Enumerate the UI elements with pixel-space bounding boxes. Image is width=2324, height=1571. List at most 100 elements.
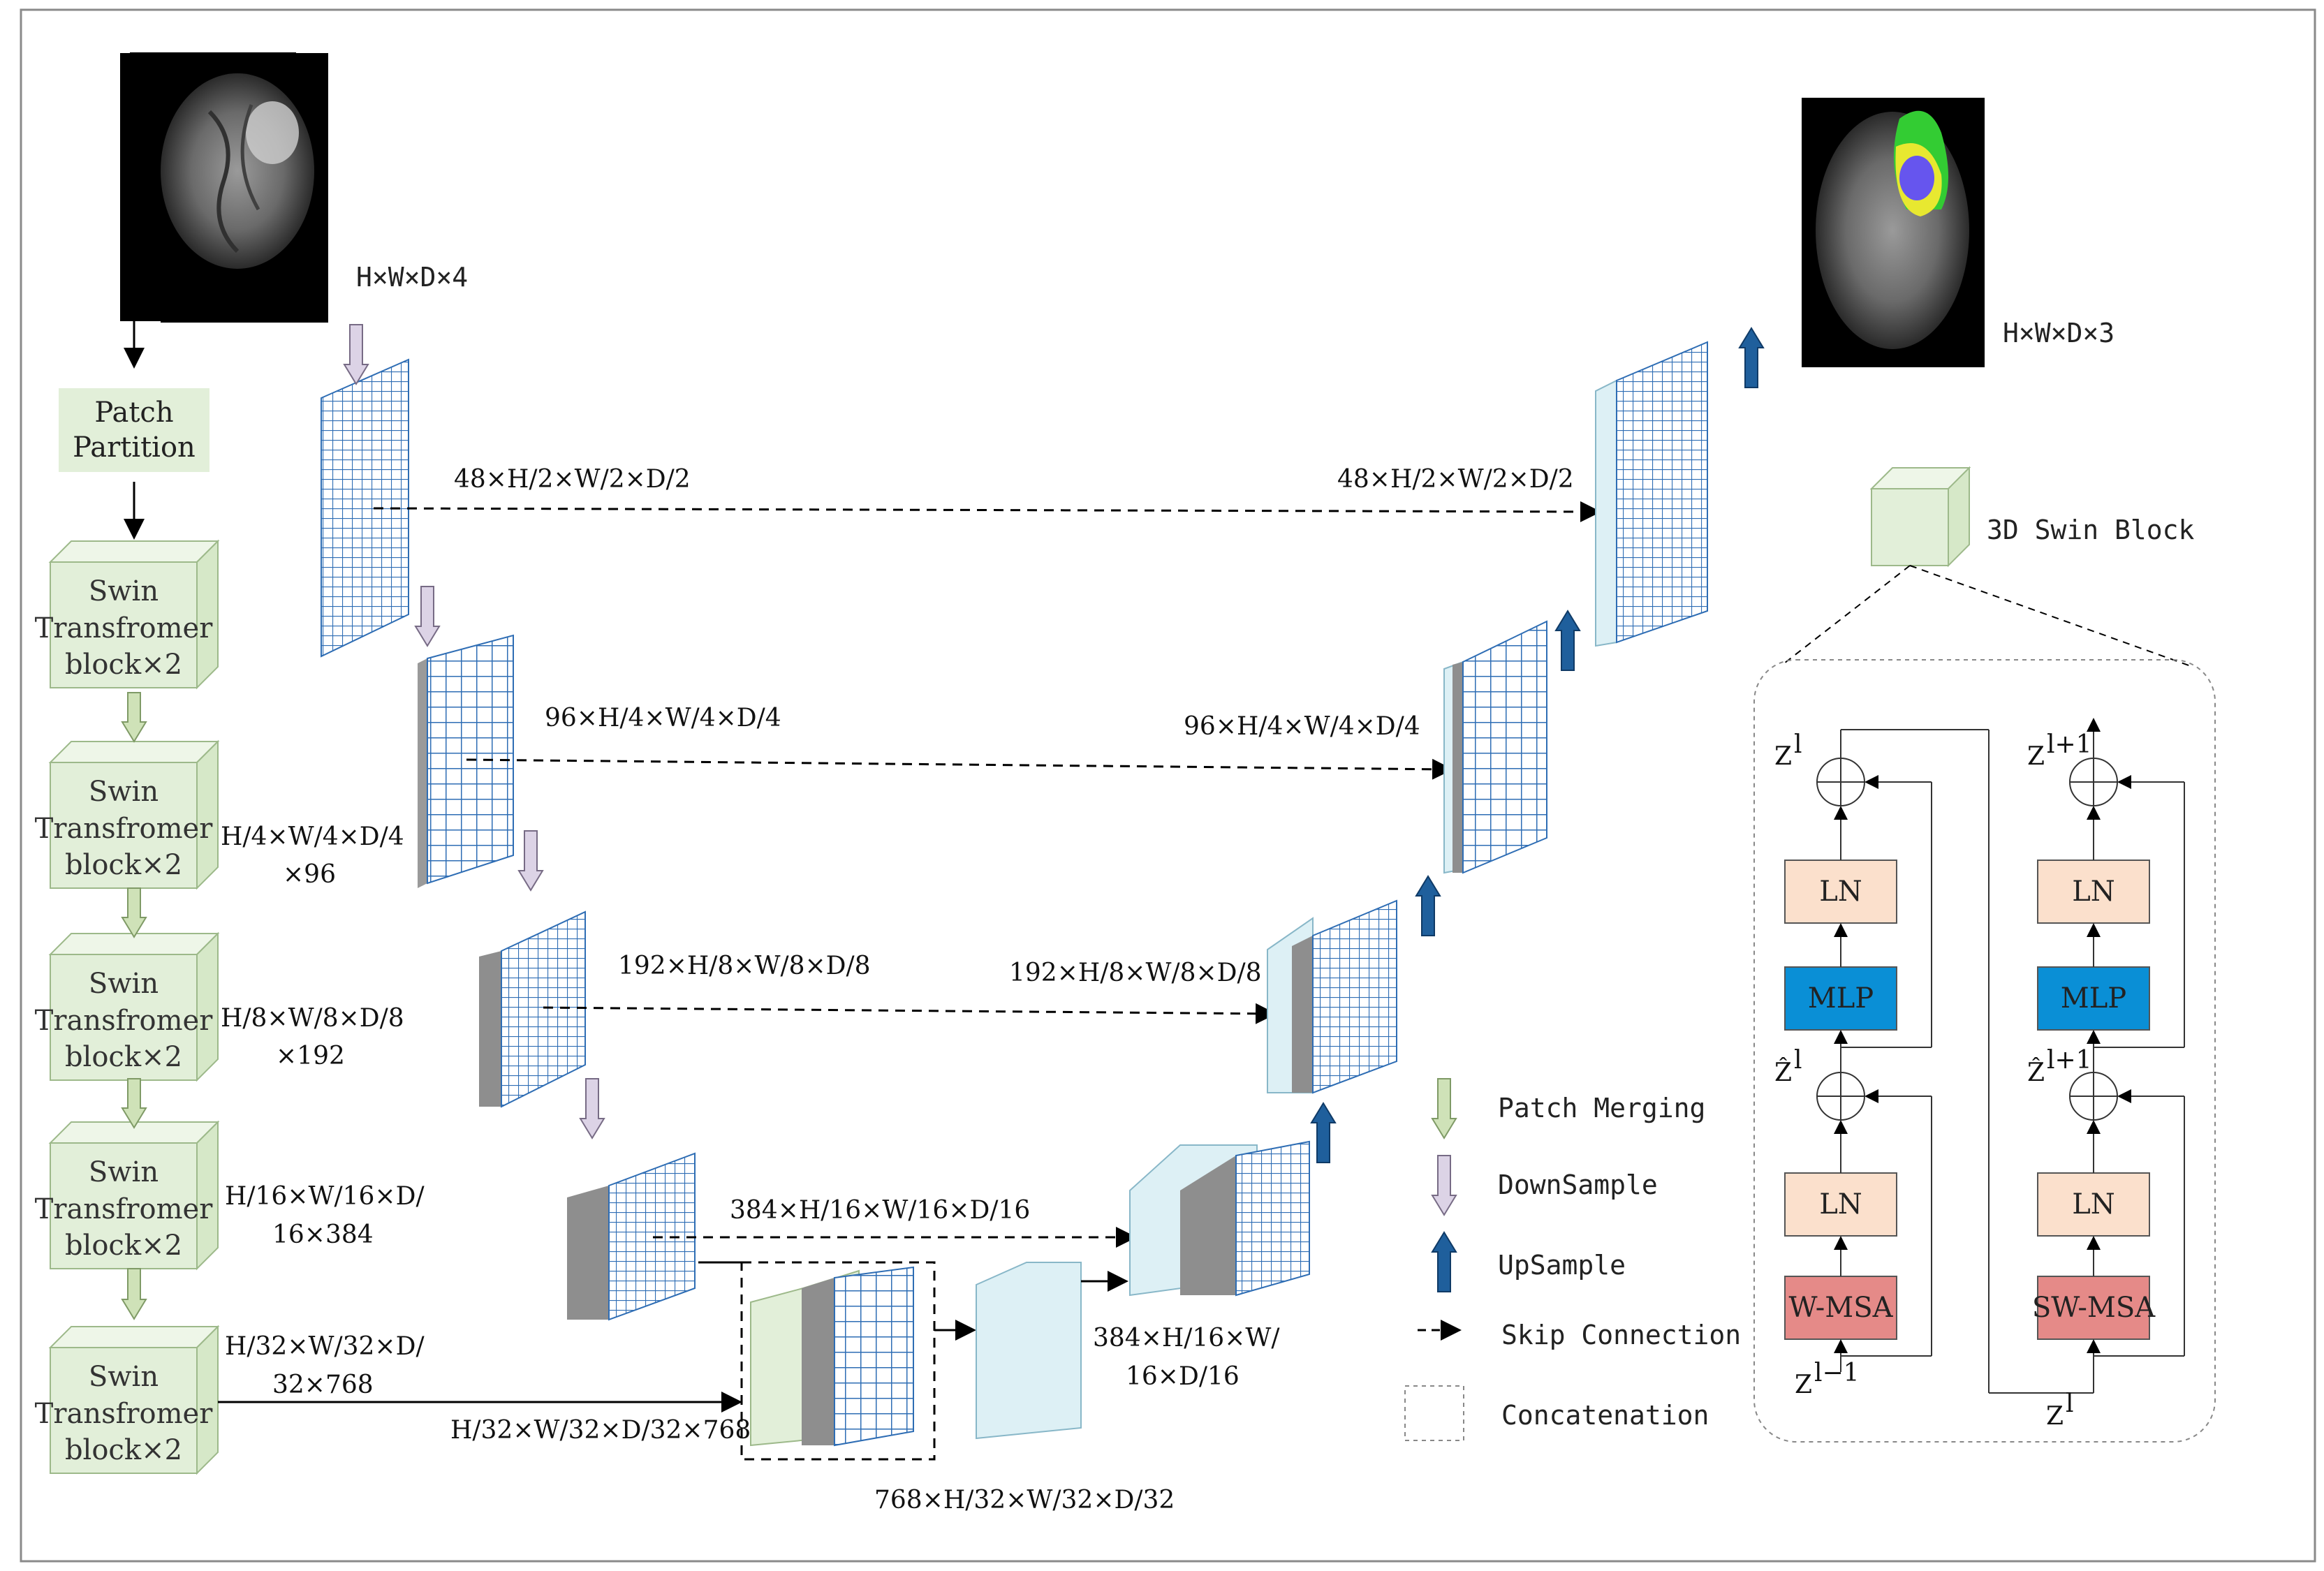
downsample-arrow [343,324,369,385]
swin-z-mid-sup: l [2066,1389,2074,1418]
output-dim-label: H×W×D×3 [2003,318,2115,348]
merge-arrows [121,692,147,1320]
enc-dim-4-line1: H/32×W/32×D/ [225,1332,425,1361]
skip-left-3: 192×H/8×W/8×D/8 [618,952,871,980]
enc-feature-2 [418,634,514,888]
encoder-block-label-3: block×2 [65,649,182,681]
swin-z-mid: Z [2046,1402,2064,1431]
downsample-arrows [343,324,605,1139]
encoder-block-label-1: Swin [89,575,159,607]
upsample-arrow [1310,1102,1337,1163]
patch-merging-arrow [121,1078,147,1129]
upsample-arrow [1738,327,1765,388]
swin-left-z-top-sup: l [1794,730,1802,759]
decoder-feature-3 [1267,899,1397,1094]
upsample-arrows [1310,327,1765,1163]
encoder-block-label-3: block×2 [65,1434,182,1466]
swin-right-ln-bottom-label: LN [2072,1188,2115,1220]
upsample-arrow [1415,875,1441,936]
input-dim-label: H×W×D×4 [356,262,468,293]
enc-dim-2-line2: ×192 [276,1042,345,1070]
swin-right-zhat: Ẑ [2027,1058,2045,1087]
swin-left-mlp-box [1784,966,1897,1031]
downsample-arrow [579,1078,605,1139]
legend-skip: Skip Connection [1501,1320,1741,1350]
upsample-arrow [1554,610,1581,671]
input-mri-image [120,51,328,323]
legend-upsample-icon [1431,1231,1457,1292]
swin-left-zhat: Ẑ [1774,1058,1792,1087]
legend-downsample-icon [1431,1155,1457,1216]
decoder-feature-2 [1443,620,1547,874]
enc-feature-4 [567,1152,696,1321]
encoder-block-label-2: Transfromer [35,813,214,845]
downsample-arrow [414,586,441,647]
encoder-blocks: SwinTransfromerblock×2SwinTransfromerblo… [35,539,220,1475]
legend-merge-icon [1431,1078,1457,1139]
legend-upsample: UpSample [1498,1250,1626,1281]
legend-concat: Concatenation [1501,1400,1709,1431]
swin-right-zhat-sup: l+1 [2047,1046,2092,1075]
enc-dim-3-line1: H/16×W/16×D/ [225,1182,425,1211]
skip-left-4: 384×H/16×W/16×D/16 [730,1196,1030,1225]
decoder-feature-4a [976,1262,1082,1440]
swin-right-z-top: Z [2027,742,2045,771]
legend-patch-merging: Patch Merging [1498,1093,1705,1123]
enc-dim-4-line2: 32×768 [272,1371,374,1399]
decoder-feature-1 [1595,341,1708,647]
enc-dim-1-line1: H/4×W/4×D/4 [221,823,404,851]
encoder-block-label-1: Swin [89,776,159,808]
encoder-block-label-1: Swin [89,1361,159,1393]
swin-left-ln-top-label: LN [1819,876,1862,908]
swin-z-input: Z [1795,1371,1812,1399]
swin-right-msa-label: SW-MSA [2032,1292,2156,1324]
swin-z-input-sup: l−1 [1814,1359,1860,1387]
swin-right-mlp-label: MLP [2061,982,2126,1015]
swin-left-msa-label: W-MSA [1789,1292,1894,1324]
bottleneck-label: H/32×W/32×D/32×768 [450,1416,751,1445]
swin-left-zhat-sup: l [1794,1046,1802,1075]
enc-dim-3-line2: 16×384 [272,1220,374,1249]
legend-concat-icon [1404,1385,1464,1441]
encoder-block-label-3: block×2 [65,1041,182,1073]
outer-frame [20,8,2316,1563]
decoder-bottom-line1: 384×H/16×W/ [1093,1324,1280,1352]
bottleneck-feature [750,1266,914,1447]
encoder-block-label-2: Transfromer [35,1398,214,1430]
skip-left-2: 96×H/4×W/4×D/4 [545,704,781,732]
encoder-block-label-1: Swin [89,1156,159,1188]
swin-left-ln-bottom-label: LN [1819,1188,1862,1220]
patch-partition-line2: Partition [73,432,196,464]
encoder-block-label-2: Transfromer [35,1005,214,1037]
skip-connections [373,501,1601,1248]
enc-feature-3 [479,910,586,1108]
patch-merging-arrow [121,1268,147,1320]
enc-dim-1-line2: ×96 [283,860,336,889]
swin-right-ln-top-label: LN [2072,876,2115,908]
legend [1431,1078,1457,1292]
skip-left-1: 48×H/2×W/2×D/2 [454,465,691,494]
swin-block-title: 3D Swin Block [1987,515,2195,545]
enc-feature-1 [321,358,409,658]
patch-partition-box [59,388,209,472]
encoder-block-label-3: block×2 [65,1230,182,1262]
encoder-block-label-1: Swin [89,968,159,1000]
output-mri-image [1802,98,1985,367]
decoder-bottom-line2: 16×D/16 [1126,1362,1240,1391]
legend-downsample: DownSample [1498,1170,1658,1200]
swin-right-z-top-sup: l+1 [2047,730,2092,759]
concat-box [740,1261,936,1461]
skip-right-1: 48×H/2×W/2×D/2 [1337,465,1574,494]
swin-left-mlp-label: MLP [1808,982,1874,1015]
swin-right-ln-top-box [2037,860,2150,924]
swin-left-z-top: Z [1774,742,1792,771]
encoder-block-label-2: Transfromer [35,612,214,644]
encoder-block-label-3: block×2 [65,849,182,881]
